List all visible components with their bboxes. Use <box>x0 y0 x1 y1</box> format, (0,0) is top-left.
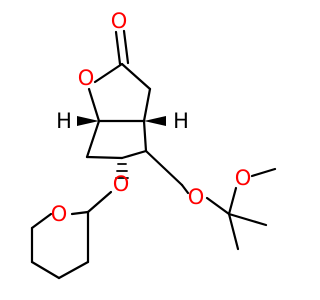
bond-c5-to-c4 <box>120 149 148 160</box>
thp-group <box>30 190 113 280</box>
atom-label-ring-oxygen: O <box>78 66 95 90</box>
cyclopentane-ring <box>85 119 148 160</box>
atom-label-carbonyl-oxygen: O <box>111 9 128 33</box>
atom-label-ether-oxygen-ch2: O <box>188 185 205 209</box>
bond-ring-o-to-c <box>30 212 53 230</box>
chemical-structure-diagram: O O H H O O O O <box>0 0 300 300</box>
bond-carbonyl-double-a <box>114 30 122 66</box>
hashed-bond-c5-oxygen <box>115 163 129 179</box>
atom-label-stereo-h-right: H <box>173 109 189 133</box>
atom-label-methoxy-oxygen: O <box>235 166 252 190</box>
bond-c-to-c-bottom-right <box>57 260 90 280</box>
bond-ch2-to-ring-fusion <box>142 87 152 123</box>
stereo-hydrogens <box>77 116 166 126</box>
bond-c4-to-ch2 <box>144 149 184 187</box>
bond-quaternary-c-to-methoxy-o <box>227 186 238 216</box>
bond-methoxy-o-to-methyl <box>250 167 277 178</box>
bond-fusion-to-ring-oxygen <box>87 87 101 123</box>
atom-label-stereo-h-left: H <box>56 109 72 133</box>
wedge-bond-right-h <box>144 116 166 126</box>
bond-anomeric-c-to-ring-o <box>70 210 90 216</box>
wedge-bond-left-h <box>77 116 99 126</box>
bond-ch2-to-oxygen <box>180 183 190 195</box>
atom-label-ether-oxygen-c5: O <box>113 172 130 196</box>
bond-c4-to-fusion-right <box>142 119 148 153</box>
bond-quaternary-c-to-methyl-down <box>227 212 240 251</box>
bond-carbonyl-to-ch2 <box>120 62 152 91</box>
bond-fusion-left-to-ch2 <box>85 119 101 159</box>
bond-carbonyl-double-b <box>122 29 130 65</box>
bond-quaternary-c-to-methyl-right <box>227 212 268 227</box>
bond-ether-o-to-anomeric-c <box>86 190 113 214</box>
canvas-background <box>0 0 300 300</box>
bond-oxygen-to-quaternary-c <box>205 196 231 216</box>
atom-labels: O O H H O O O O <box>51 9 252 226</box>
bond-ring-oxygen-to-carbonyl <box>93 62 124 84</box>
lactone-ring <box>87 29 152 123</box>
bond-ch2-to-c5 <box>85 155 124 160</box>
side-chain <box>144 149 277 251</box>
bond-c-to-c-bottom-left <box>30 260 61 280</box>
atom-label-thp-ring-oxygen: O <box>51 202 68 226</box>
